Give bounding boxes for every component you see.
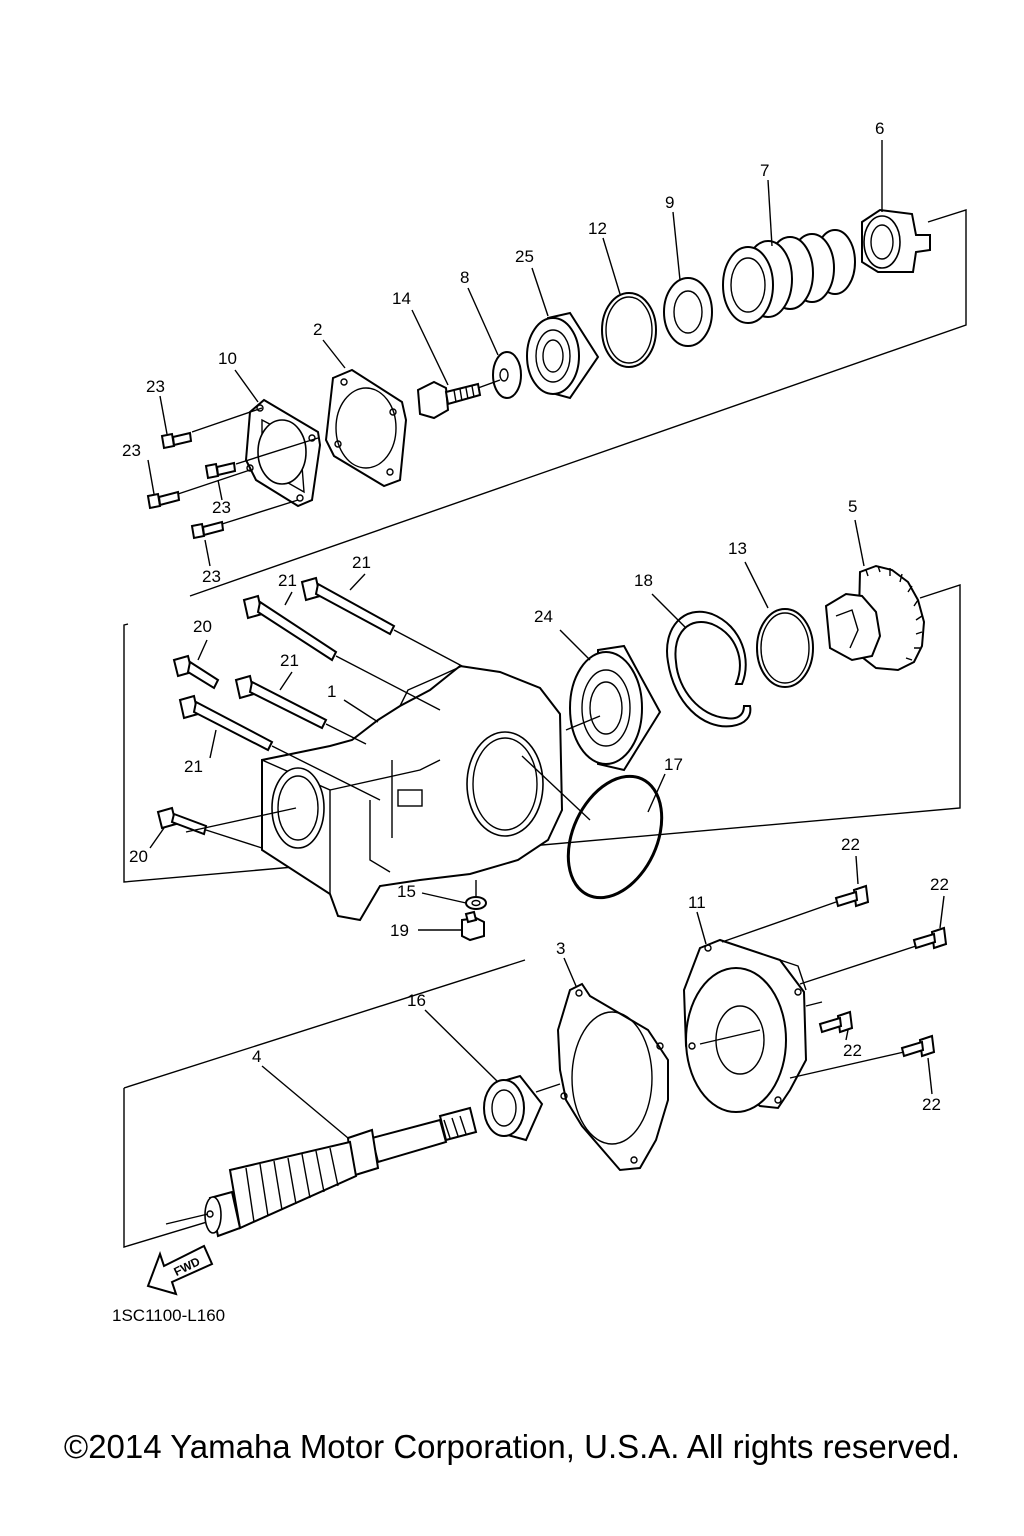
callout-4: 4 <box>252 1047 261 1066</box>
coupling-part-6 <box>861 208 931 273</box>
middle-leaders <box>149 519 865 931</box>
callout-14: 14 <box>392 289 411 308</box>
callout-21-d: 21 <box>184 757 203 776</box>
callout-17: 17 <box>664 755 683 774</box>
shaft-part-4 <box>204 1106 478 1238</box>
bolt-set-22 <box>818 884 948 1058</box>
callout-7: 7 <box>760 161 769 180</box>
bottom-leaders <box>165 855 945 1225</box>
gear-part-5 <box>824 564 926 672</box>
gasket-part-3 <box>556 982 669 1172</box>
callout-23-c: 23 <box>212 498 231 517</box>
bearing-cover-part-11 <box>682 938 808 1113</box>
callout-16: 16 <box>407 991 426 1010</box>
callout-19: 19 <box>390 921 409 940</box>
circlip-part-18 <box>666 610 752 728</box>
callout-23-b: 23 <box>122 441 141 460</box>
ring-part-13 <box>756 608 814 688</box>
cover-part-10 <box>244 398 322 508</box>
callout-22-d: 22 <box>922 1095 941 1114</box>
spring-part-7 <box>722 229 856 324</box>
callout-20-a: 20 <box>193 617 212 636</box>
bolt-set-20 <box>156 654 220 836</box>
callout-21-a: 21 <box>352 553 371 572</box>
callout-5: 5 <box>848 497 857 516</box>
callout-23-d: 23 <box>202 567 221 586</box>
callout-11: 11 <box>688 893 706 912</box>
callout-3: 3 <box>556 939 565 958</box>
callout-labels: 6 7 9 12 25 8 14 2 10 23 23 23 23 5 13 1… <box>122 119 949 1114</box>
callout-21-c: 21 <box>280 651 299 670</box>
callout-25: 25 <box>515 247 534 266</box>
callout-15: 15 <box>397 882 416 901</box>
diagram-code: 1SC1100-L160 <box>112 1306 226 1325</box>
bearing-part-24 <box>569 644 662 772</box>
callout-13: 13 <box>728 539 747 558</box>
callout-9: 9 <box>665 193 674 212</box>
washer-part-9 <box>663 277 713 347</box>
copyright-notice: ©2014 Yamaha Motor Corporation, U.S.A. A… <box>63 1428 961 1465</box>
callout-8: 8 <box>460 268 469 287</box>
panel-frames <box>123 209 967 1248</box>
callout-22-a: 22 <box>841 835 860 854</box>
callout-1: 1 <box>327 682 336 701</box>
callout-22-b: 22 <box>930 875 949 894</box>
callout-21-b: 21 <box>278 571 297 590</box>
oil-seal-part-16 <box>483 1074 544 1142</box>
callout-23-a: 23 <box>146 377 165 396</box>
bolt-part-14 <box>416 380 482 420</box>
callout-6: 6 <box>875 119 884 138</box>
callout-20-b: 20 <box>129 847 148 866</box>
callout-2: 2 <box>313 320 322 339</box>
washer-part-8 <box>492 351 522 399</box>
housing-part-1 <box>261 664 564 922</box>
callout-10: 10 <box>218 349 237 368</box>
gasket-part-2 <box>324 368 408 488</box>
bolt-set-23 <box>146 431 237 540</box>
ring-part-12 <box>601 292 657 368</box>
fwd-arrow-icon: FWD <box>146 1244 214 1296</box>
callout-24: 24 <box>534 607 553 626</box>
long-bolt-set-21 <box>178 576 396 752</box>
callout-12: 12 <box>588 219 607 238</box>
washer-part-15 <box>465 896 487 910</box>
callout-18: 18 <box>634 571 653 590</box>
o-ring-part-17 <box>566 774 664 900</box>
callout-22-c: 22 <box>843 1041 862 1060</box>
bearing-part-25 <box>526 311 600 400</box>
top-leaders <box>147 140 883 567</box>
drain-bolt-part-19 <box>461 910 485 942</box>
